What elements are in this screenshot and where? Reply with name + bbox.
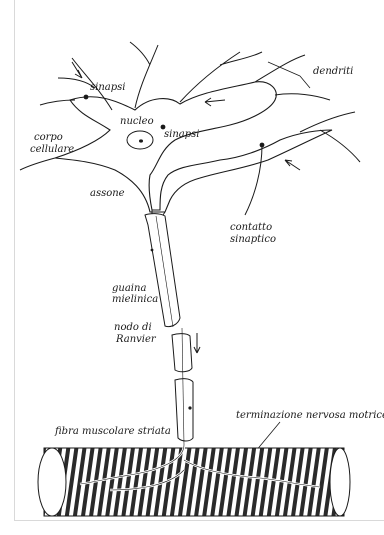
synapse-knob-contact [260, 143, 265, 148]
dendrite-right [255, 55, 330, 100]
dendrite-upper-right [180, 52, 262, 102]
muscle-fiber-end-cap [330, 448, 350, 516]
label-nucleo: nucleo [120, 116, 154, 127]
dendriti-leader [268, 62, 310, 88]
label-nodo-2: Ranvier [116, 334, 156, 345]
synapse-knob-top [84, 95, 89, 100]
label-nodo-1: nodo di [114, 322, 152, 333]
label-corpo-2: cellulare [30, 144, 74, 155]
signal-arrow-2 [205, 98, 225, 106]
schwann-nucleus-2 [188, 406, 191, 409]
label-fibra: fibra muscolare striata [55, 426, 171, 437]
dendrite-bottom-left [20, 158, 55, 170]
label-terminazione: terminazione nervosa motrice [236, 410, 384, 421]
dendrite-far-right [300, 112, 360, 162]
label-corpo-1: corpo [34, 132, 63, 143]
label-guaina-2: mielinica [112, 294, 158, 305]
signal-arrow-3 [285, 160, 300, 170]
label-guaina-1: guaina [112, 283, 146, 294]
dendrite-left [40, 100, 75, 105]
nucleolus [139, 139, 143, 142]
label-contatto-2: sinaptico [230, 234, 276, 245]
myelin-segment-1 [145, 214, 180, 327]
label-sinapsi-mid: sinapsi [164, 129, 199, 140]
contact-branch [245, 145, 262, 215]
signal-arrow-4 [194, 333, 200, 353]
label-dendriti: dendriti [313, 66, 353, 77]
label-assone: assone [90, 188, 125, 199]
label-sinapsi-top: sinapsi [90, 82, 125, 93]
muscle-fiber-end [38, 448, 66, 516]
schwann-nucleus-1 [151, 249, 154, 252]
label-contatto-1: contatto [230, 222, 272, 233]
dendrite-top [130, 42, 158, 108]
